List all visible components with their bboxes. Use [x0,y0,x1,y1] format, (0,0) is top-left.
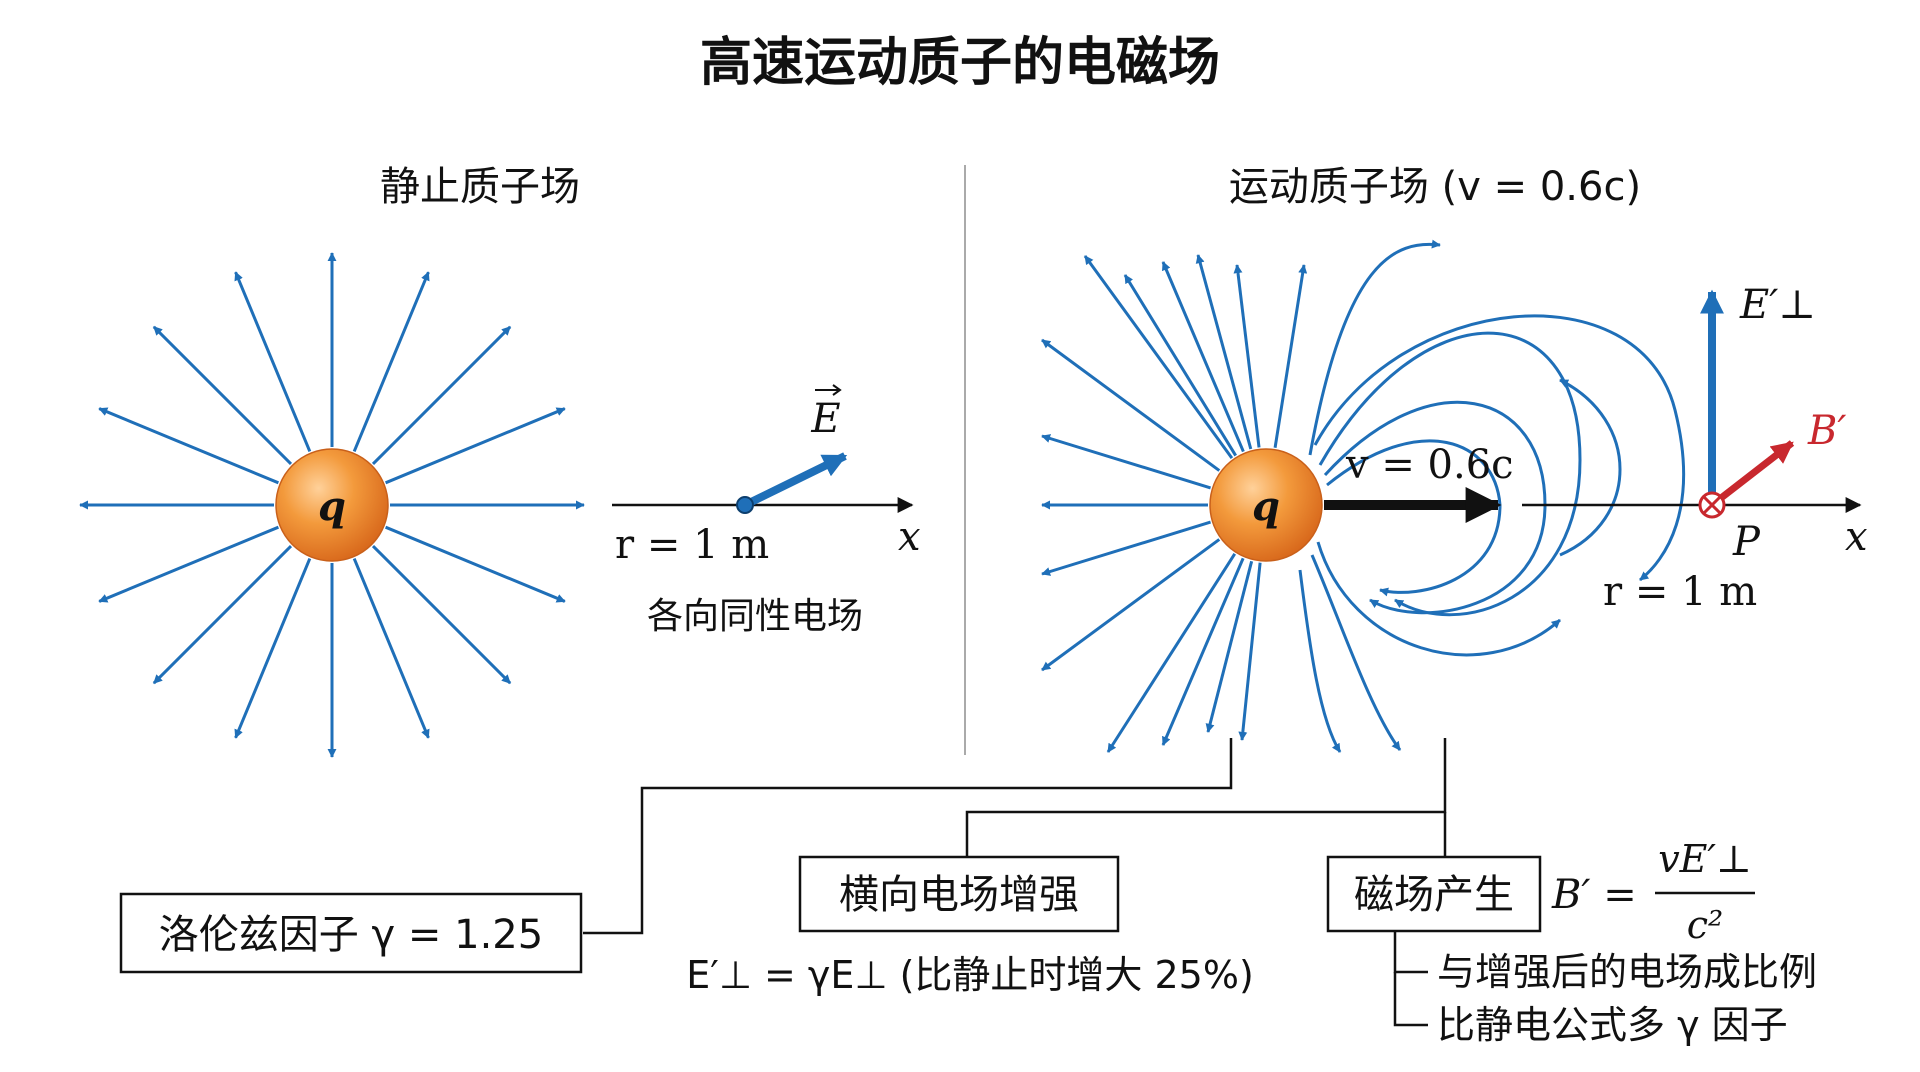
moving-radius-label: r = 1 m [1603,569,1757,615]
magnetic-formula-denominator: c² [1687,903,1724,947]
magnetic-bullet-2: 比静电公式多 γ 因子 [1437,1003,1788,1047]
static-charge-label: q [318,483,346,530]
static-field-heading: 静止质子场 [380,164,580,210]
moving-field-curve [1310,554,1402,751]
transverse-formula: E′⊥ = γE⊥ (比静止时增大 25%) [686,953,1254,997]
static-field-line [385,525,566,603]
moving-field-line [1041,338,1221,472]
moving-field-curve [1298,569,1342,753]
moving-field-line [1161,557,1245,746]
moving-field-line [1238,562,1262,741]
moving-field-curve [1308,239,1441,456]
magnetic-bullet-1: 与增强后的电场成比例 [1437,950,1817,994]
static-e-vector [743,452,848,509]
e-perp-label: E′⊥ [1739,282,1816,328]
connector-bullet-2 [1393,972,1428,1027]
point-p-label: P [1732,519,1761,565]
static-field-line [234,558,312,739]
static-field-line [371,544,512,685]
moving-field-curve [1318,331,1582,617]
static-e-label: E [810,396,840,442]
static-field-point [736,496,754,514]
moving-field-line [1083,255,1234,459]
magnetic-label: 磁场产生 [1354,872,1514,918]
b-vector [1709,440,1795,508]
magnetic-formula-lhs: B′ = [1551,872,1637,918]
moving-x-label: x [1845,514,1868,560]
lorentz-label: 洛伦兹因子 γ = 1.25 [159,912,543,958]
b-label: B′ [1807,408,1846,454]
moving-charge-label: q [1252,483,1280,530]
moving-field-line [1233,264,1261,448]
static-field-line [352,558,430,739]
transverse-label: 横向电场增强 [839,872,1079,918]
moving-field-line [1195,254,1253,450]
moving-field-line [1161,261,1245,453]
connector-lines [583,738,1447,1027]
lorentz-box [119,892,583,974]
static-field-line [98,407,279,485]
moving-field-line [1041,434,1212,490]
static-field-line [352,271,430,452]
static-field-line [371,325,512,466]
moving-field-curve [1313,314,1686,582]
static-field-lines [79,252,585,758]
static-caption: 各向同性电场 [647,596,863,637]
velocity-label: v = 0.6c [1345,442,1514,488]
moving-field-lines [1041,239,1686,753]
connector-lorentz [583,738,1233,935]
page-title: 高速运动质子的电磁场 [700,33,1220,93]
static-field-line [385,407,566,485]
connector-transverse [965,738,1447,858]
point-p-cross-b [1702,495,1722,515]
static-field-line [234,271,312,452]
moving-field-line [1273,264,1308,448]
static-x-label: x [898,514,921,560]
magnetic-formula-numerator: vE′⊥ [1658,837,1752,881]
moving-field-line [1106,553,1237,753]
static-proton-charge [275,448,389,562]
moving-field-curve [1316,541,1561,657]
moving-field-line [1041,520,1212,576]
moving-field-line [1123,274,1237,457]
static-field-line [152,544,293,685]
moving-field-line [1041,538,1221,672]
moving-field-heading: 运动质子场 (v = 0.6c) [1229,164,1641,210]
moving-field-line [1205,560,1254,733]
static-field-line [98,525,279,603]
transverse-box [798,855,1120,933]
moving-proton-charge [1209,448,1323,562]
static-field-line [152,325,293,466]
static-e-vector-mark-head [832,384,842,396]
magnetic-box [1326,855,1542,933]
moving-field-curve [1559,378,1622,557]
static-radius-label: r = 1 m [615,522,769,568]
